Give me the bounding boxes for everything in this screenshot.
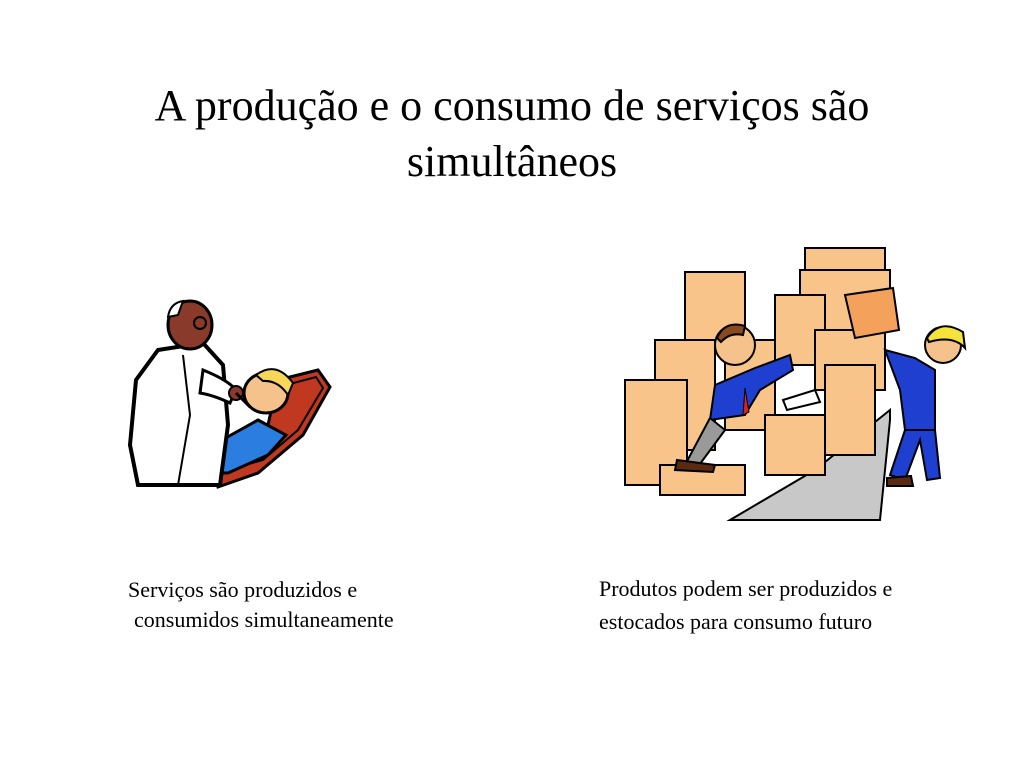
title-line-1: A produção e o consumo de serviços são [154, 81, 870, 130]
products-caption-line-1: Produtos podem ser produzidos e [599, 576, 893, 601]
dentist-clipart-icon [127, 299, 332, 489]
boxes-workers-illustration [615, 240, 990, 530]
slide-title: A produção e o consumo de serviços são s… [60, 78, 964, 190]
services-caption: Serviços são produzidos e consumidos sim… [128, 575, 488, 635]
products-caption: Produtos podem ser produzidos e estocado… [599, 572, 1009, 638]
dentist-illustration [118, 295, 338, 495]
stacked-boxes-clipart-icon [624, 247, 967, 521]
title-line-2: simultâneos [406, 137, 618, 186]
products-caption-line-2: estocados para consumo futuro [599, 609, 873, 634]
services-caption-line-2: consumidos simultaneamente [134, 607, 394, 632]
services-caption-line-1: Serviços são produzidos e [128, 577, 358, 602]
